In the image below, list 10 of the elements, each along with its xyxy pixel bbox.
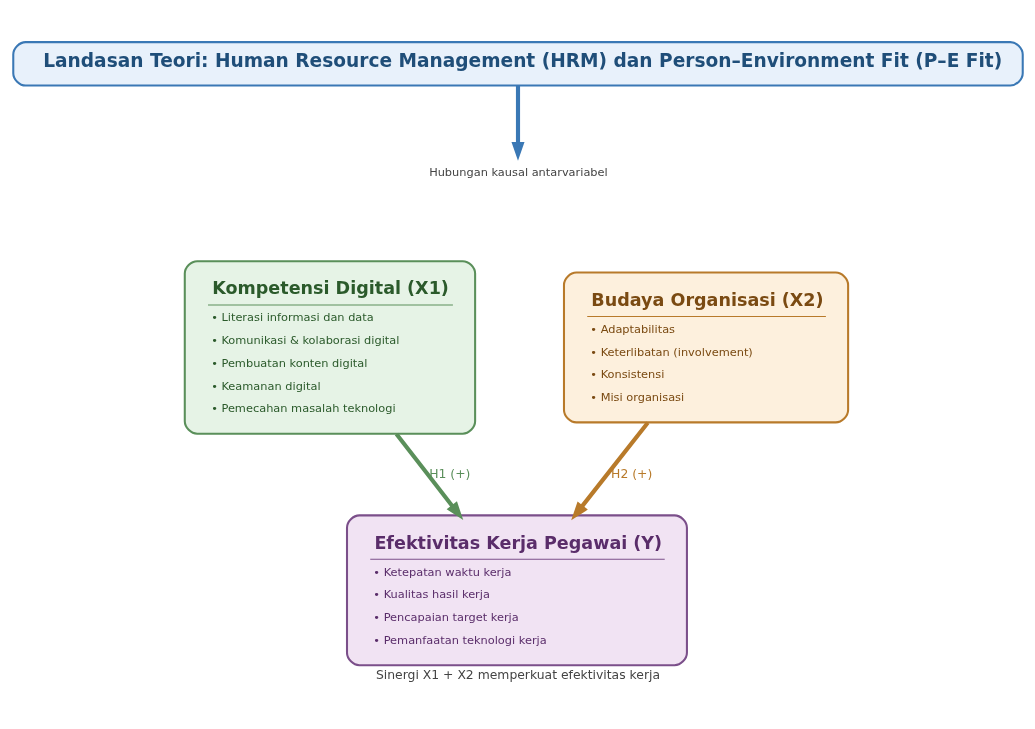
arrow [510,85,525,161]
node-text: Hubungan kausal antarvariabel [428,165,608,180]
node-box: Efektivitas Kerja Pegawai (Y) • Ketepatan waktu kerja • Kualitas hasil kerja • Pencapaian target kerja • Pemanfaatan teknologi kerja [345,514,688,667]
node-box: Budaya Organisasi (X2) • Adaptabilitas • Keterlibatan (involvement) • Konsistensi • Misi organisasi [562,271,849,424]
caption: Sinergi X1 + X2 memperkuat efektivitas kerja [375,667,660,683]
arrow [394,432,463,521]
edge-label: H2 (+) [610,465,652,481]
node-box: Kompetensi Digital (X1) • Literasi informasi dan data • Komunikasi & kolaborasi digital • Pembuatan konten digital • Keamanan digital • Pemecahan masalah teknologi [183,260,476,435]
arrow [570,421,649,521]
node-box: Landasan Teori: Human Resource Management (HRM) dan Person–Environment Fit (P–E Fit) [11,41,1024,87]
